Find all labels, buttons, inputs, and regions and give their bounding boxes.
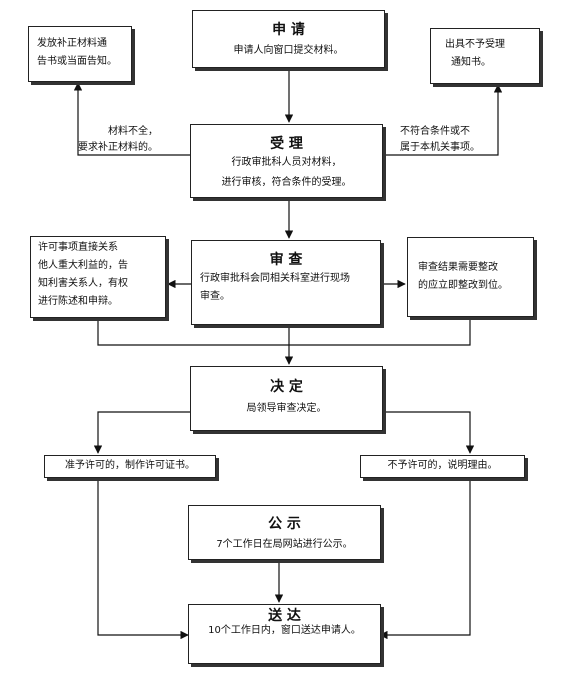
- accept-title: 受 理: [270, 136, 303, 152]
- rectify-line-2: 的应立即整改到位。: [418, 280, 508, 291]
- review-line-2: 审查。: [200, 291, 230, 302]
- review-title: 审 查: [269, 252, 303, 268]
- reject-notice-line-1: 出具不予受理: [445, 39, 505, 50]
- not-qualified-label-line-2: 属于本机关事项。: [400, 142, 480, 153]
- deliver-text: 10个工作日内，窗口送达申请人。: [208, 625, 361, 636]
- incomplete-label-line-2: 要求补正材料的。: [78, 142, 158, 153]
- deliver-box: 送 达 10个工作日内，窗口送达申请人。: [188, 604, 381, 664]
- publicize-title: 公 示: [268, 516, 301, 532]
- apply-box: 申 请 申请人向窗口提交材料。: [192, 10, 385, 68]
- grant-text: 准予许可的，制作许可证书。: [65, 460, 195, 471]
- incomplete-label-line-1: 材料不全，: [108, 126, 158, 137]
- reject-notice-line-2: 通知书。: [451, 57, 491, 68]
- accept-box: 受 理 行政审批科人员对材料， 进行审核，符合条件的受理。: [190, 124, 383, 198]
- grant-box: 准予许可的，制作许可证书。: [44, 455, 216, 478]
- apply-text: 申请人向窗口提交材料。: [233, 45, 344, 56]
- correction-notice-box: 发放补正材料通 告书或当面告知。: [28, 26, 132, 82]
- correction-line-2: 告书或当面告知。: [37, 56, 117, 67]
- rights-notice-box: 许可事项直接关系 他人重大利益的，告 知利害关系人，有权 进行陈述和申辩。: [30, 236, 166, 318]
- review-line-1: 行政审批科会同相关科室进行现场: [200, 273, 350, 284]
- accept-line-2: 进行审核，符合条件的受理。: [221, 177, 352, 188]
- accept-line-1: 行政审批科人员对材料，: [231, 157, 342, 168]
- review-box: 审 查 行政审批科会同相关科室进行现场 审查。: [191, 240, 381, 325]
- not-qualified-label-line-1: 不符合条件或不: [400, 126, 470, 137]
- reject-notice-box: 出具不予受理 通知书。: [430, 28, 540, 84]
- apply-title: 申 请: [272, 22, 305, 38]
- rights-line-1: 许可事项直接关系: [38, 242, 118, 253]
- decision-text: 局领导审查决定。: [246, 403, 327, 414]
- deny-text: 不予许可的，说明理由。: [387, 460, 498, 471]
- decision-title: 决 定: [270, 379, 303, 395]
- publicize-text: 7个工作日在局网站进行公示。: [216, 539, 353, 550]
- rectify-line-1: 审查结果需要整改: [418, 262, 498, 273]
- publicize-box: 公 示 7个工作日在局网站进行公示。: [188, 505, 381, 560]
- decision-box: 决 定 局领导审查决定。: [190, 366, 383, 431]
- deny-box: 不予许可的，说明理由。: [360, 455, 525, 478]
- rights-line-4: 进行陈述和申辩。: [38, 296, 118, 307]
- correction-line-1: 发放补正材料通: [37, 38, 107, 49]
- rectify-box: 审查结果需要整改 的应立即整改到位。: [407, 237, 534, 317]
- deliver-title: 送 达: [268, 608, 301, 624]
- rights-line-3: 知利害关系人，有权: [38, 278, 128, 289]
- rights-line-2: 他人重大利益的，告: [38, 260, 128, 271]
